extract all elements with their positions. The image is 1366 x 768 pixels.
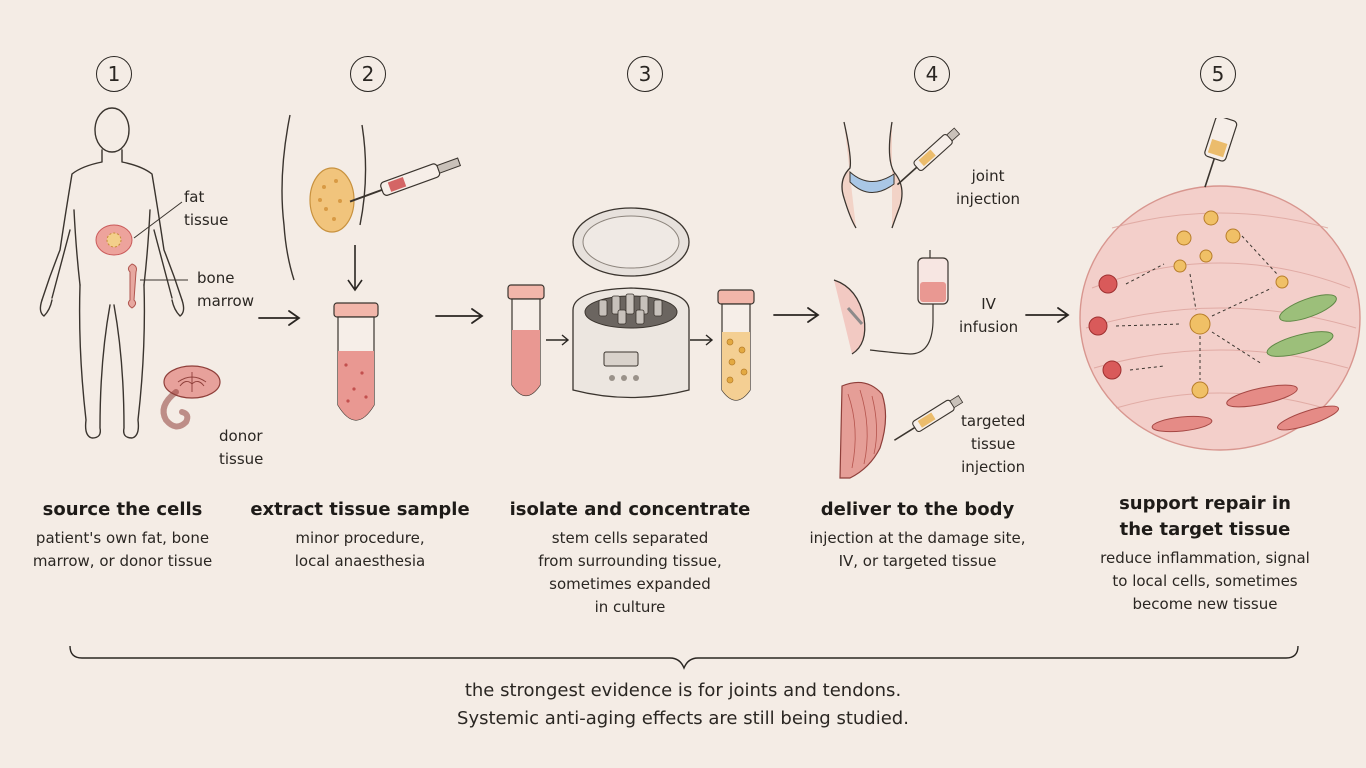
step-3-number: 3 bbox=[627, 56, 663, 92]
step-2-title: extract tissue sample bbox=[250, 499, 470, 520]
tissue-extraction-illustration bbox=[281, 114, 462, 421]
step-4-title: deliver to the body bbox=[820, 499, 1015, 520]
arrow-4-to-5 bbox=[1025, 307, 1070, 323]
step-1-title: source the cells bbox=[42, 499, 203, 520]
arrow-3-to-4 bbox=[773, 307, 820, 323]
tissue-repair-illustration bbox=[1079, 118, 1361, 451]
delivery-methods-illustration bbox=[833, 121, 964, 479]
arrow-1-to-2 bbox=[258, 310, 301, 326]
summary-brace bbox=[69, 645, 1299, 670]
step-4-number: 4 bbox=[914, 56, 950, 92]
step-2-number: 2 bbox=[350, 56, 386, 92]
step-4-description: injection at the damage site,IV, or targ… bbox=[809, 529, 1026, 570]
step-5-number: 5 bbox=[1200, 56, 1236, 92]
human-body-illustration bbox=[39, 107, 221, 439]
step-2-description: minor procedure,local anaesthesia bbox=[294, 529, 426, 570]
step-1-number: 1 bbox=[96, 56, 132, 92]
arrow-2-to-3 bbox=[435, 308, 484, 324]
centrifuge-illustration bbox=[507, 207, 755, 401]
step-3-title: isolate and concentrate bbox=[509, 499, 751, 520]
footer-evidence-note: the strongest evidence is for joints and… bbox=[457, 680, 909, 729]
